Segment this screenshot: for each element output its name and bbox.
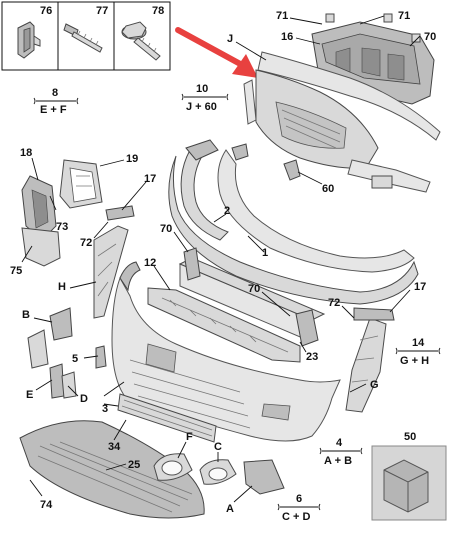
group-formula: C + D [282,511,310,523]
grille-strip-34 [117,393,217,443]
group-number: 10 [196,83,208,95]
label-c: C [214,441,222,453]
part-50-module [371,445,447,521]
impact-beam [178,247,326,347]
label-19: 19 [126,153,138,165]
label-d: D [80,393,88,405]
upper-support-panel [311,13,435,105]
label-72-right: 72 [328,297,340,309]
group-formula: G + H [400,355,429,367]
label-a: A [226,503,234,515]
bumper-lower-face [168,155,419,305]
bumper-upper-trim-1 [217,143,415,273]
underbody-shield-25 [19,420,205,519]
group-formula: E + F [40,104,67,116]
label-72-left: 72 [80,237,92,249]
group-formula: A + B [324,455,352,467]
clip-icon [17,21,41,59]
group-ref-14: 14 G + H [395,337,441,367]
label-h: H [58,281,66,293]
pointer-arrow [175,27,258,78]
label-2: 2 [224,205,230,217]
fog-lamp-c [199,459,237,485]
label-70-beam: 70 [160,223,172,235]
group-number: 6 [296,493,302,505]
label-75: 75 [10,265,22,277]
label-70-lower: 70 [248,283,260,295]
part-e [49,363,65,399]
left-guide-bracket-18 [21,175,57,241]
group-number: 8 [52,87,58,99]
screw-icon [63,23,103,53]
label-17-right: 17 [414,281,426,293]
leader-lines [21,15,421,503]
label-60: 60 [322,183,334,195]
right-side-guide-g [345,317,387,413]
part-labels: 71 71 16 70 J 18 19 17 73 75 72 H 60 2 1… [10,10,436,515]
label-18: 18 [20,147,32,159]
part-d [61,371,77,399]
part-5 [95,345,107,369]
label-12: 12 [144,257,156,269]
bumper-upper-trim-2 [180,139,229,241]
label-f: F [186,431,193,443]
clip-17-right [353,307,395,321]
group-ref-8: 8 E + F [33,87,79,116]
group-number: 4 [336,437,343,449]
label-1: 1 [262,247,268,259]
fog-lamp-f [153,453,193,481]
label-73: 73 [56,221,68,233]
label-g: G [370,379,379,391]
part-b-lower [27,329,49,369]
label-j: J [227,33,233,45]
group-formula: J + 60 [186,101,217,113]
front-bumper-3 [111,261,341,442]
label-74: 74 [40,499,53,511]
label-16: 16 [281,31,293,43]
clip-17-left [105,205,135,221]
lamp-bracket-a [243,459,285,495]
label-5: 5 [72,353,78,365]
front-grille-j [243,51,441,169]
left-side-guide-h [93,225,129,319]
group-ref-6: 6 C + D [277,493,321,523]
label-71-left: 71 [276,10,288,22]
part-60-bracket [283,159,301,181]
label-25: 25 [128,459,140,471]
label-50: 50 [404,431,416,443]
grille-side-bracket [347,159,431,193]
label-71-right: 71 [398,10,410,22]
label-17-left: 17 [144,173,156,185]
absorber-12 [147,287,301,363]
fastener-number-77: 77 [96,5,108,17]
flange-bolt-icon [121,21,161,61]
part-b [49,307,73,341]
left-lower-bracket-75 [21,227,61,267]
label-70-top: 70 [424,31,436,43]
label-e: E [26,389,33,401]
label-3: 3 [102,403,108,415]
label-b: B [22,309,30,321]
label-23: 23 [306,351,318,363]
fastener-number-78: 78 [152,5,164,17]
group-ref-4: 4 A + B [319,437,363,467]
group-number: 14 [412,337,425,349]
label-34: 34 [108,441,121,453]
group-ref-10: 10 J + 60 [181,83,229,113]
fastener-box: 76 77 78 [1,1,171,71]
left-support-19 [59,159,103,209]
fastener-number-76: 76 [40,5,52,17]
